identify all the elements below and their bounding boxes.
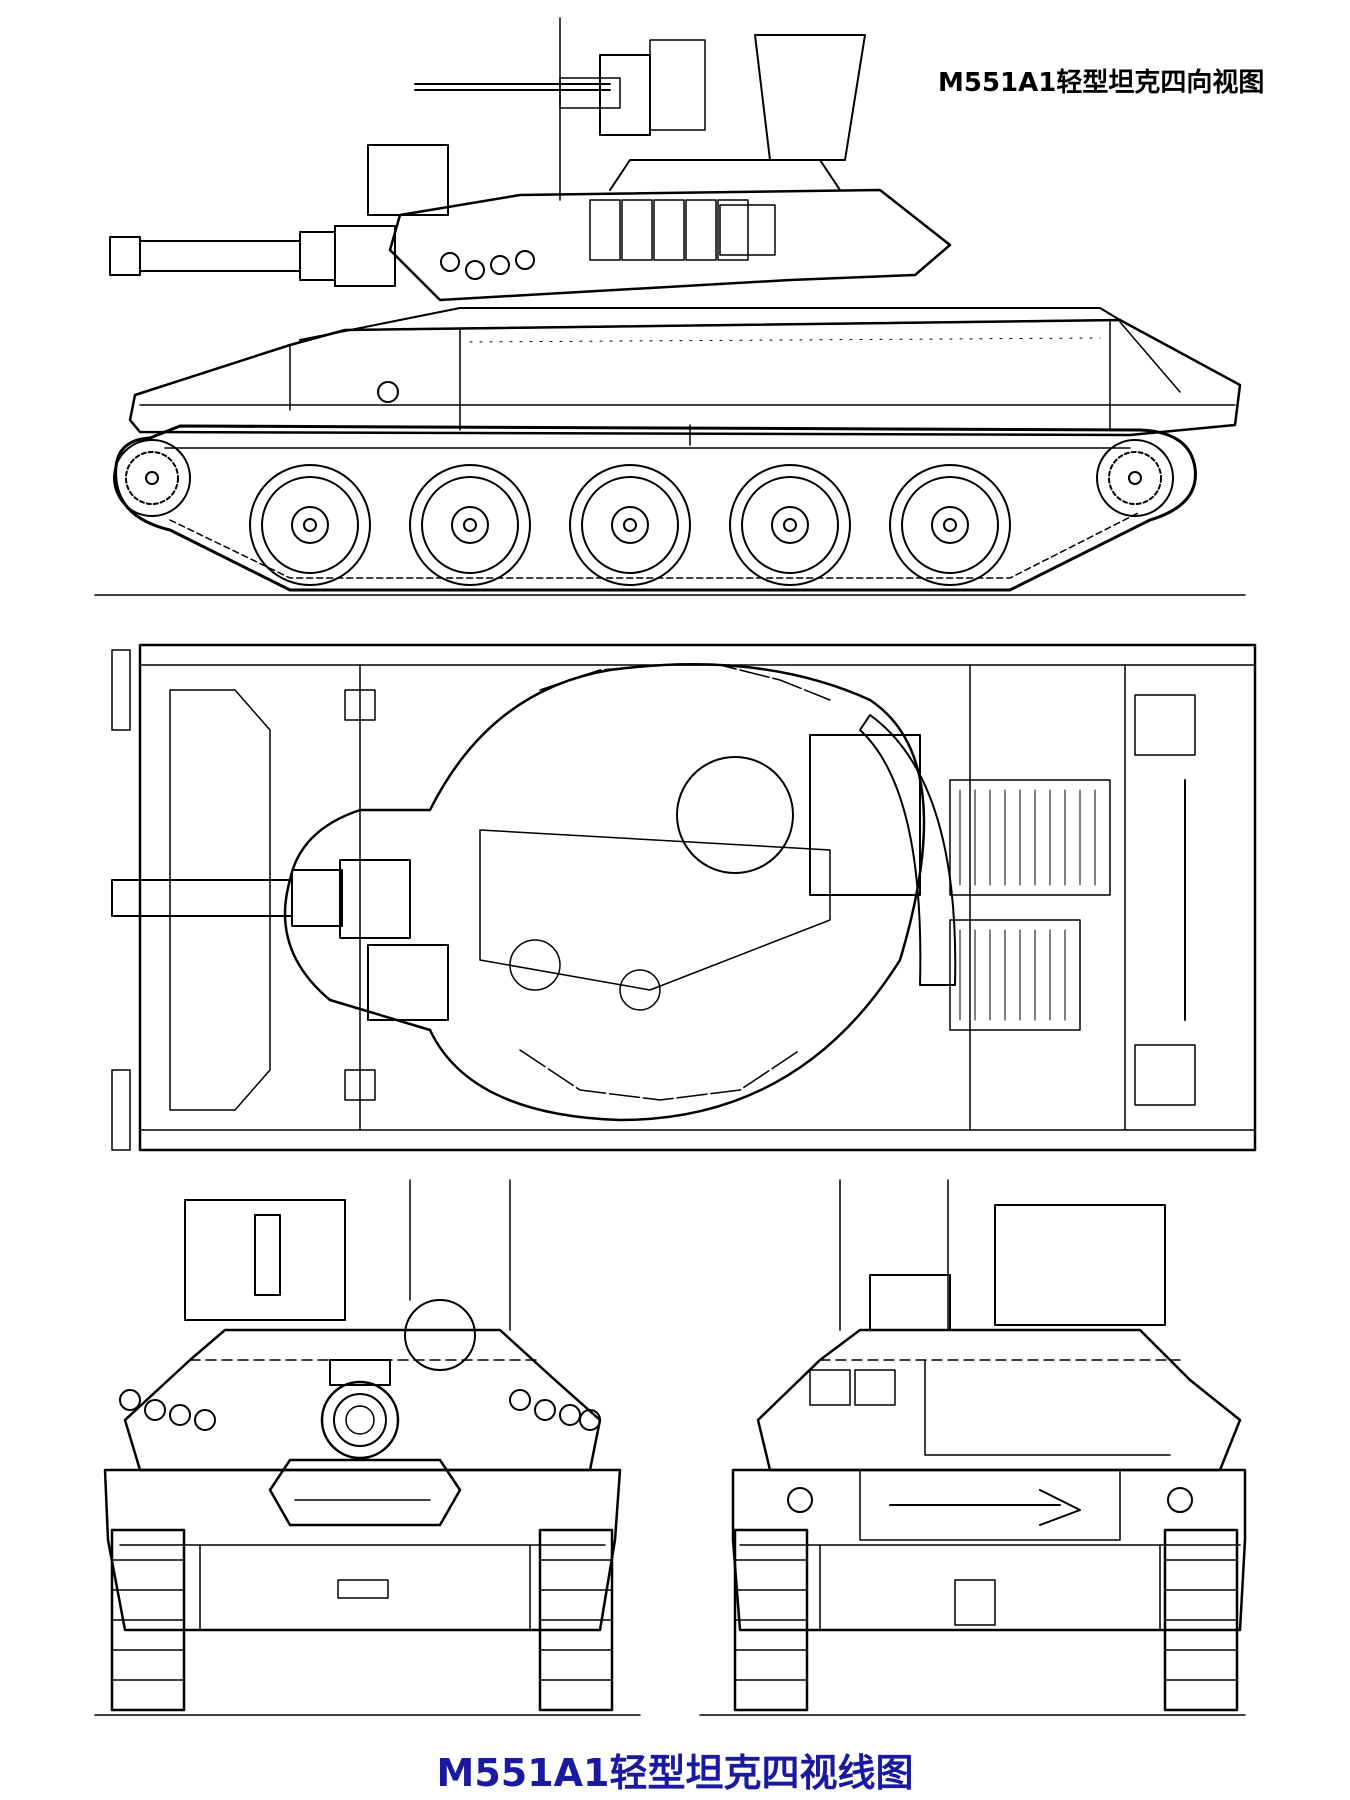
turret-shield xyxy=(755,35,865,160)
road-wheel-2 xyxy=(410,465,530,585)
side-hull xyxy=(130,320,1240,435)
front-turret xyxy=(125,1330,600,1470)
top-cupola xyxy=(677,757,793,873)
drawing-caption: M551A1轻型坦克四视线图 xyxy=(436,1751,914,1795)
top-turret xyxy=(285,664,924,1120)
front-shield xyxy=(185,1200,345,1320)
top-view xyxy=(112,645,1255,1150)
engine-grille-1 xyxy=(950,780,1110,895)
rear-shield xyxy=(995,1205,1165,1325)
engine-grille-2 xyxy=(950,920,1080,1030)
mesh-basket xyxy=(860,715,955,985)
road-wheel-5 xyxy=(890,465,1010,585)
rear-view xyxy=(700,1180,1245,1715)
road-wheel-3 xyxy=(570,465,690,585)
rear-turret xyxy=(758,1330,1240,1470)
front-hull xyxy=(105,1470,620,1630)
side-view xyxy=(95,18,1245,595)
idler-wheel xyxy=(1097,440,1173,516)
front-view xyxy=(95,1180,640,1715)
road-wheel-1 xyxy=(250,465,370,585)
main-gun xyxy=(110,226,395,286)
drive-sprocket xyxy=(114,440,190,516)
drawing-title: M551A1轻型坦克四向视图 xyxy=(938,68,1265,98)
front-gun-muzzle xyxy=(322,1382,398,1458)
road-wheel-4 xyxy=(730,465,850,585)
side-turret xyxy=(390,190,950,300)
top-hull xyxy=(140,645,1255,1150)
